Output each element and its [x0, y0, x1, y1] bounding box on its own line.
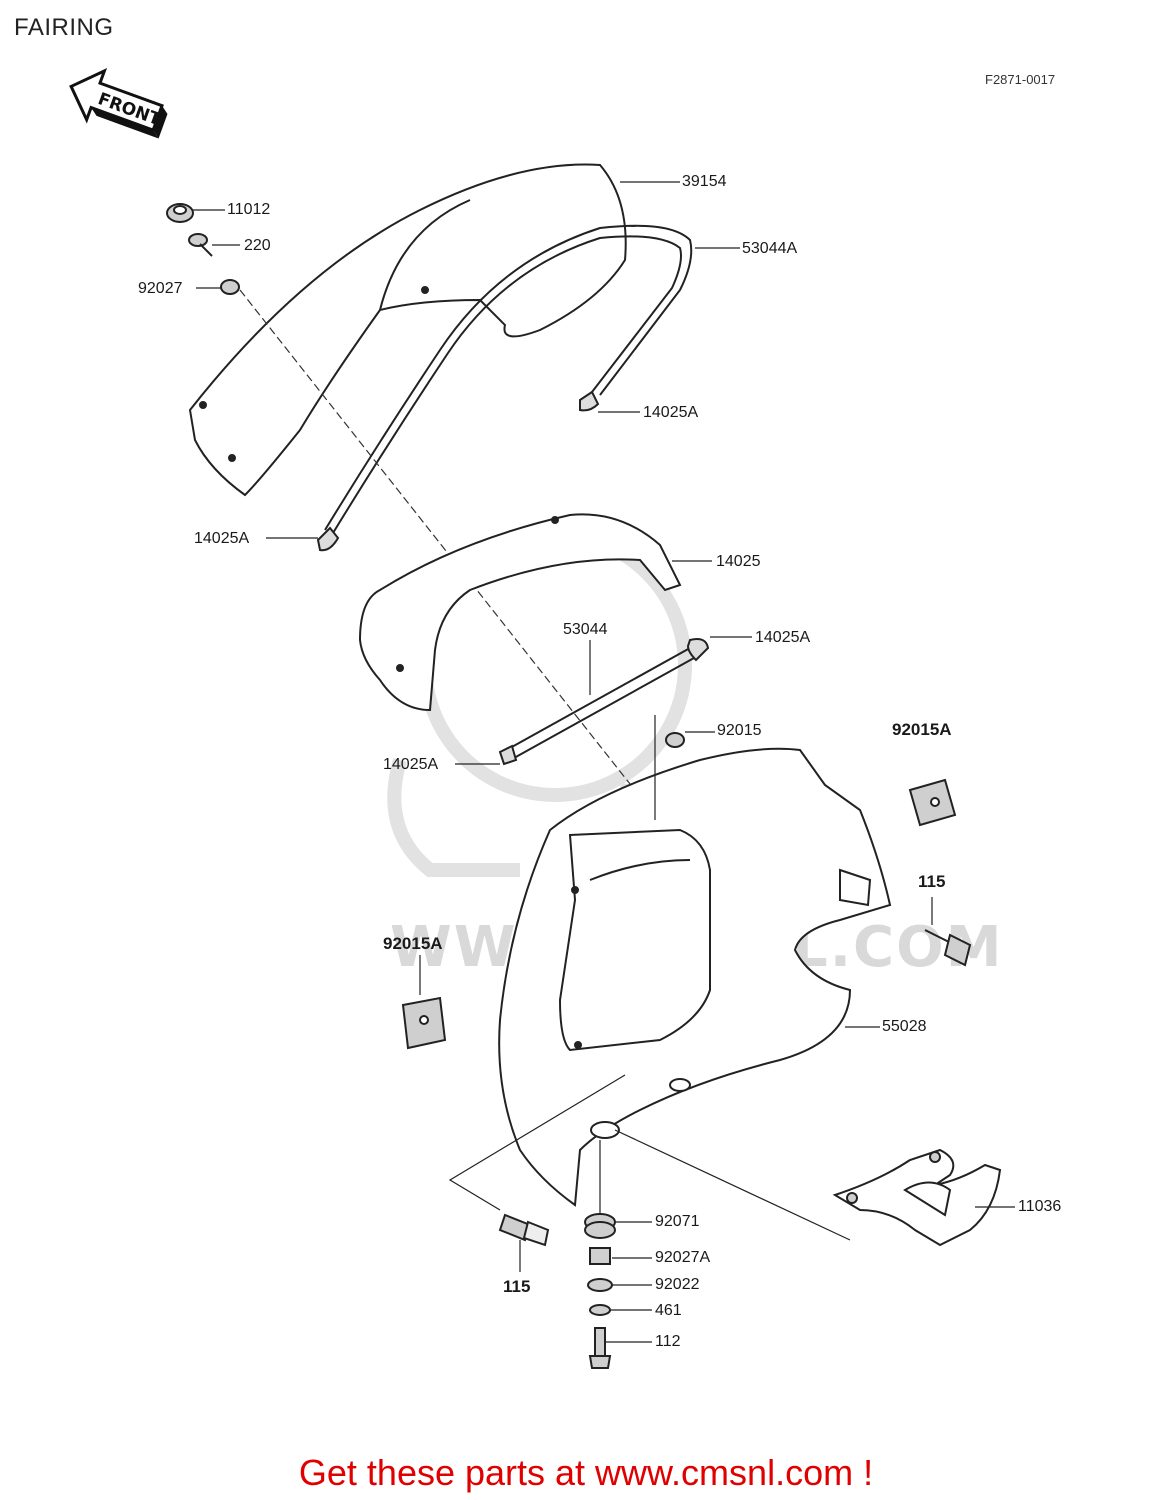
- grommet-11012: [166, 203, 194, 223]
- part-label-11036[interactable]: 11036: [1018, 1198, 1062, 1215]
- part-label-461[interactable]: 461: [655, 1302, 682, 1319]
- part-label-14025a-left[interactable]: 14025A: [194, 530, 250, 547]
- upper-cowl: [358, 513, 682, 712]
- part-label-112[interactable]: 112: [655, 1333, 681, 1350]
- grommet-92071: [584, 1213, 616, 1239]
- collar-92027a: [589, 1247, 611, 1265]
- bolt-115-bottom: [498, 1213, 550, 1247]
- bracket-11036: [832, 1148, 1002, 1247]
- part-label-55028[interactable]: 55028: [882, 1018, 927, 1035]
- figure-code: F2871-0017: [985, 72, 1056, 87]
- clip-92015a-left: [401, 996, 447, 1050]
- main-fairing: [498, 747, 892, 1207]
- part-label-115-bottom[interactable]: 115: [503, 1277, 531, 1296]
- bolt-115-right: [924, 929, 972, 967]
- part-label-39154[interactable]: 39154: [682, 173, 727, 190]
- footer-link-text[interactable]: Get these parts at www.cmsnl.com !: [298, 1452, 874, 1493]
- part-label-53044a[interactable]: 53044A: [742, 240, 798, 257]
- part-label-53044[interactable]: 53044: [563, 621, 608, 638]
- part-label-92022[interactable]: 92022: [655, 1276, 700, 1293]
- trim-strip-upper: [316, 224, 693, 552]
- page-title: FAIRING: [14, 14, 114, 41]
- washer-92022: [587, 1278, 613, 1292]
- part-label-220[interactable]: 220: [244, 237, 271, 254]
- part-label-92015a-right[interactable]: 92015A: [892, 720, 952, 739]
- part-label-115-right[interactable]: 115: [918, 872, 946, 891]
- part-label-11012[interactable]: 11012: [227, 201, 271, 218]
- nut-92015: [665, 732, 685, 748]
- clip-92015a-right: [908, 778, 957, 827]
- part-label-14025a-top[interactable]: 14025A: [643, 404, 699, 421]
- leader-lines: [193, 181, 1015, 1343]
- front-arrow-icon: FRONT: [69, 68, 168, 139]
- part-label-92015[interactable]: 92015: [717, 722, 762, 739]
- part-label-92071[interactable]: 92071: [655, 1213, 700, 1230]
- part-label-14025[interactable]: 14025: [716, 553, 761, 570]
- lock-washer-461: [589, 1304, 611, 1316]
- part-label-92027[interactable]: 92027: [138, 280, 183, 297]
- part-label-14025a-lower[interactable]: 14025A: [383, 756, 439, 773]
- part-label-92015a-left[interactable]: 92015A: [383, 934, 443, 953]
- part-label-14025a-mid[interactable]: 14025A: [755, 629, 811, 646]
- nut-92027: [220, 279, 240, 295]
- windshield: [188, 163, 627, 497]
- part-label-92027a[interactable]: 92027A: [655, 1249, 711, 1266]
- bolt-112: [588, 1327, 612, 1369]
- screw-220: [188, 233, 213, 257]
- trim-strip-lower: [498, 638, 710, 766]
